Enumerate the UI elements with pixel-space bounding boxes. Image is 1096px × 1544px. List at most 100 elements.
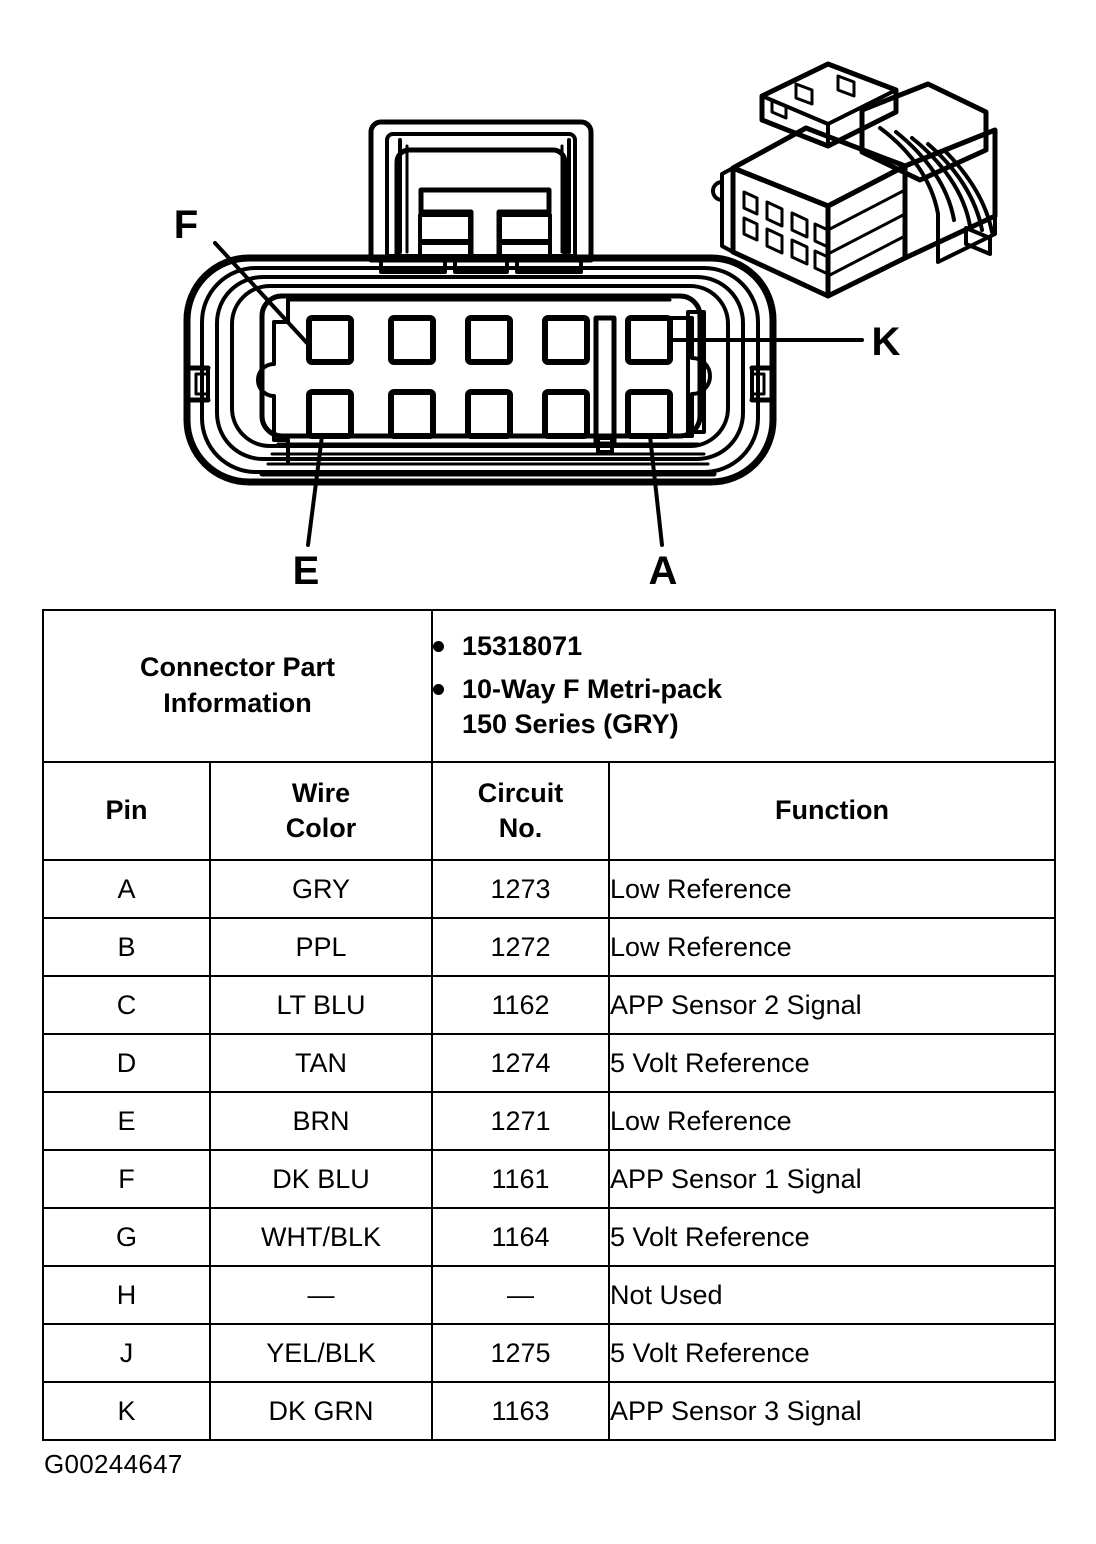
callout-e-label: E: [293, 549, 320, 593]
connector-divider-rib: [593, 315, 617, 454]
column-header-pin: Pin: [42, 761, 211, 861]
cell-pin: C: [42, 975, 211, 1035]
cell-function: 5 Volt Reference: [607, 1033, 1057, 1093]
part-description-value: 10-Way F Metri-pack 150 Series (GRY): [462, 672, 722, 741]
connector-part-information-values: 15318071 10-Way F Metri-pack 150 Series …: [430, 609, 1057, 763]
cell-function: Low Reference: [607, 859, 1057, 919]
cell-wire-color: GRY: [209, 859, 433, 919]
cell-function: Low Reference: [607, 1091, 1057, 1151]
cavity-top-3: [465, 315, 513, 365]
connector-latch: [368, 119, 594, 274]
cell-circuit-no: 1161: [431, 1149, 610, 1209]
leader-line-f: [213, 241, 309, 345]
connector-pinout-table: Connector Part Information 15318071 10-W…: [42, 609, 1057, 1441]
connector-left-relief: [256, 298, 290, 464]
cavity-bottom-1: [306, 389, 354, 439]
column-header-wire-color: Wire Color: [209, 761, 433, 861]
cell-circuit-no: 1164: [431, 1207, 610, 1267]
cavity-bottom-4: [542, 389, 590, 439]
cavity-bottom-3: [465, 389, 513, 439]
cell-function: APP Sensor 2 Signal: [607, 975, 1057, 1035]
column-header-circuit-no: Circuit No.: [431, 761, 610, 861]
part-number-value: 15318071: [462, 631, 583, 662]
cell-pin: F: [42, 1149, 211, 1209]
cell-circuit-no: —: [431, 1265, 610, 1325]
cell-circuit-no: 1273: [431, 859, 610, 919]
callout-f-label: F: [174, 203, 198, 247]
part-description-line1: 10-Way F Metri-pack: [462, 674, 723, 705]
bullet-icon: [433, 684, 444, 696]
table-row: H——Not Used: [42, 1265, 1057, 1325]
table-row-part-info: Connector Part Information 15318071 10-W…: [42, 609, 1057, 763]
connector-isometric-view: [711, 61, 998, 299]
cell-wire-color: WHT/BLK: [209, 1207, 433, 1267]
circuit-no-line1: Circuit: [477, 777, 564, 808]
cell-pin: H: [42, 1265, 211, 1325]
cell-pin: B: [42, 917, 211, 977]
callout-k-label: K: [872, 320, 901, 364]
cell-wire-color: PPL: [209, 917, 433, 977]
cell-circuit-no: 1275: [431, 1323, 610, 1383]
column-header-function: Function: [607, 761, 1057, 861]
connector-side-tab-left: [183, 365, 211, 403]
cell-pin: E: [42, 1091, 211, 1151]
wire-color-line2: Color: [285, 813, 357, 843]
cell-function: 5 Volt Reference: [607, 1323, 1057, 1383]
part-number-item: 15318071: [433, 629, 1054, 663]
cell-wire-color: YEL/BLK: [209, 1323, 433, 1383]
cell-wire-color: DK BLU: [209, 1149, 433, 1209]
leader-line-a: [648, 434, 664, 547]
cpi-label-line2: Information: [163, 688, 312, 718]
cell-circuit-no: 1271: [431, 1091, 610, 1151]
cavity-top-5: [625, 315, 673, 365]
connector-shell: [183, 254, 777, 486]
cell-function: APP Sensor 3 Signal: [607, 1381, 1057, 1441]
connector-front-view: [183, 119, 864, 547]
cell-pin: J: [42, 1323, 211, 1383]
cavity-top-4: [542, 315, 590, 365]
cavity-top-1: [306, 315, 354, 365]
cell-wire-color: —: [209, 1265, 433, 1325]
callout-a-label: A: [649, 549, 678, 593]
cell-wire-color: DK GRN: [209, 1381, 433, 1441]
cell-function: APP Sensor 1 Signal: [607, 1149, 1057, 1209]
cavity-top-2: [388, 315, 436, 365]
cell-wire-color: TAN: [209, 1033, 433, 1093]
part-description-item: 10-Way F Metri-pack 150 Series (GRY): [433, 672, 1054, 741]
cell-function: 5 Volt Reference: [607, 1207, 1057, 1267]
cell-function: Not Used: [607, 1265, 1057, 1325]
cell-pin: D: [42, 1033, 211, 1093]
cell-circuit-no: 1274: [431, 1033, 610, 1093]
part-description-line2: 150 Series (GRY): [462, 708, 679, 739]
cell-pin: G: [42, 1207, 211, 1267]
cavity-bottom-5: [625, 389, 673, 439]
figure-id-label: G00244647: [44, 1449, 183, 1479]
circuit-no-line2: No.: [498, 813, 543, 843]
table-header-row: Pin Wire Color Circuit No. Function: [42, 761, 1057, 861]
connector-right-relief: [668, 310, 712, 438]
cell-circuit-no: 1163: [431, 1381, 610, 1441]
cell-pin: A: [42, 859, 211, 919]
connector-figure: F K E A: [0, 0, 1096, 600]
cavity-bottom-2: [388, 389, 436, 439]
cell-circuit-no: 1272: [431, 917, 610, 977]
cpi-label-line1: Connector Part: [139, 652, 336, 683]
cell-circuit-no: 1162: [431, 975, 610, 1035]
cell-pin: K: [42, 1381, 211, 1441]
connector-part-information-label: Connector Part Information: [42, 609, 433, 763]
cell-wire-color: BRN: [209, 1091, 433, 1151]
bullet-icon: [433, 641, 444, 653]
leader-line-e: [306, 434, 324, 547]
cell-wire-color: LT BLU: [209, 975, 433, 1035]
wire-color-line1: Wire: [291, 777, 351, 808]
